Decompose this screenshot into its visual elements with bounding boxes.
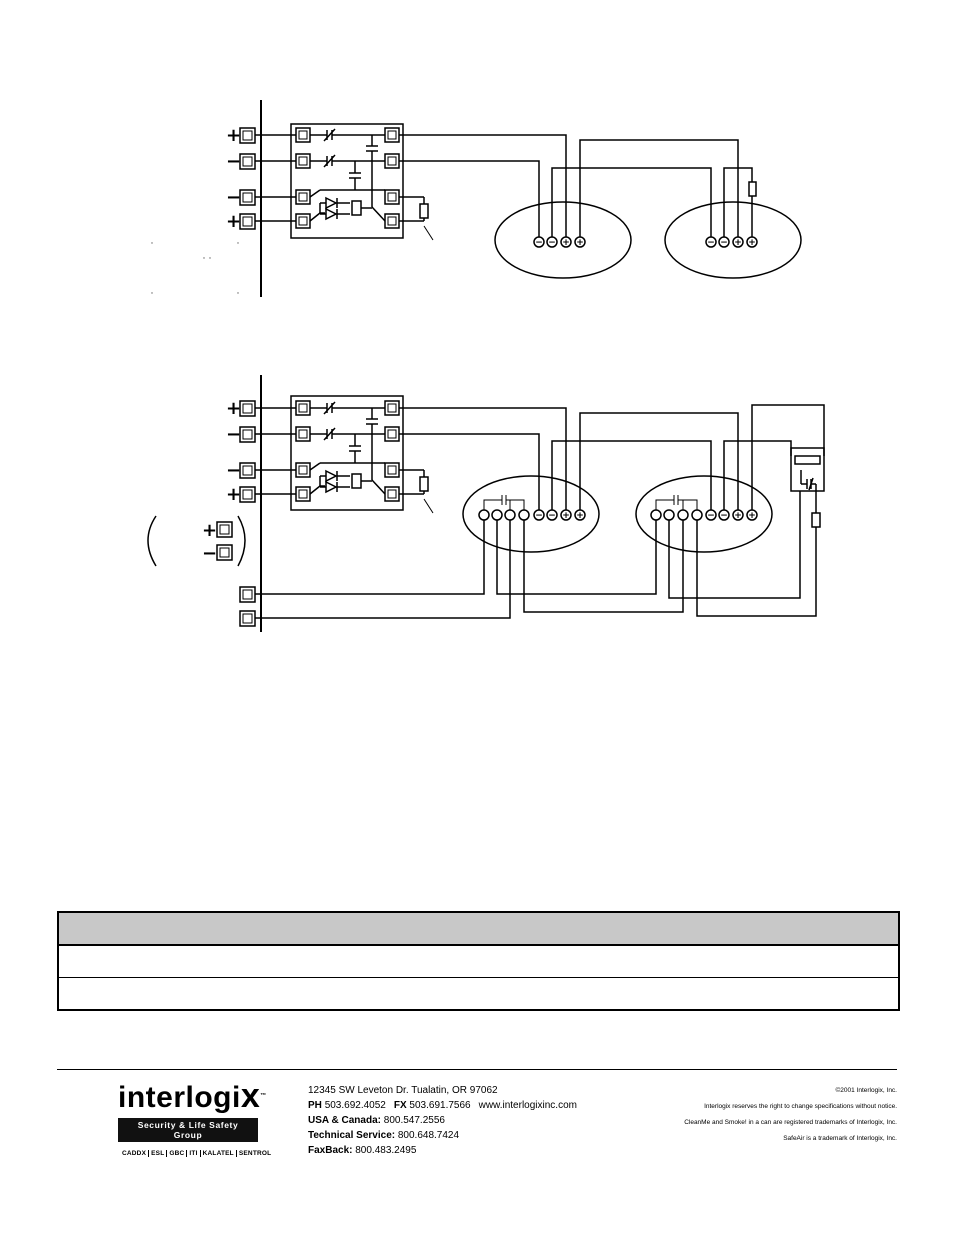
panel-terminal [239,586,256,603]
eol-resistor [811,512,821,528]
detector-polarity: − [720,511,728,521]
detector-polarity: + [748,238,756,248]
usa-phone: USA & Canada: 800.547.2556 [308,1115,445,1126]
detector-aux-terminal [478,509,490,521]
detector-polarity: + [562,511,570,521]
aux-polarity-label: + [202,520,217,541]
tech-service-phone: Technical Service: 800.648.7424 [308,1130,460,1141]
legal-notices: ©2001 Interlogix, Inc. Interlogix reserv… [684,1083,897,1147]
eol-resistor [748,181,757,197]
panel-terminal [239,462,256,479]
detector-polarity: + [734,511,742,521]
detector-base [494,201,632,279]
detector-aux-terminal [663,509,675,521]
eol-resistor [419,203,429,219]
wiring-diagram-1 [151,100,802,297]
panel-terminal [239,213,256,230]
detector-aux-terminal [677,509,689,521]
website-link[interactable]: www.interlogixinc.com [478,1100,577,1111]
terminal-polarity-label: + [226,211,241,232]
aux-polarity-label: − [202,543,217,564]
detector-polarity: − [548,238,556,248]
detector-aux-terminal [650,509,662,521]
terminal-polarity-label: + [226,125,241,146]
detector-base [635,475,773,553]
panel-terminal [239,400,256,417]
terminal-polarity-label: − [226,424,241,445]
detector-aux-terminal [691,509,703,521]
detector-polarity: − [535,238,543,248]
panel-terminal [239,189,256,206]
detector-polarity: + [562,238,570,248]
panel-terminal [239,153,256,170]
wiring-diagrams: + − − + + − − + + − − − + + − − + + − − … [147,100,825,632]
aux-terminal [216,544,233,561]
interlogix-logo: interlogix™ Security & Life Safety Group… [118,1078,273,1157]
footer-divider [57,1069,897,1070]
contact-info: 12345 SW Leveton Dr. Tualatin, OR 97062 … [308,1083,577,1158]
relay-module [290,395,404,511]
terminal-polarity-label: + [226,398,241,419]
copyright: ©2001 Interlogix, Inc. [835,1087,897,1094]
detector-polarity: − [535,511,543,521]
table-header-row [59,913,898,946]
aux-terminal [216,521,233,538]
detector-polarity: − [707,511,715,521]
panel-terminal [239,127,256,144]
detector-base [664,201,802,279]
detector-polarity: + [748,511,756,521]
legal-notice: Interlogix reserves the right to change … [704,1103,897,1110]
legal-notice: SafeAir is a trademark of Interlogix, In… [783,1135,897,1142]
eol-resistor [419,476,429,492]
panel-terminal [239,610,256,627]
detector-polarity: − [720,238,728,248]
detector-polarity: − [548,511,556,521]
detector-aux-terminal [491,509,503,521]
wiring-diagram-2 [147,375,825,632]
detector-aux-terminal [504,509,516,521]
relay-module [290,123,404,239]
specification-table [57,911,900,1011]
terminal-polarity-label: − [226,187,241,208]
detector-polarity: + [576,511,584,521]
terminal-polarity-label: − [226,460,241,481]
detector-base [462,475,600,553]
detector-aux-terminal [518,509,530,521]
faxback-phone: FaxBack: 800.483.2495 [308,1145,417,1156]
detector-polarity: + [734,238,742,248]
panel-terminal [239,486,256,503]
table-row [59,946,898,978]
address: 12345 SW Leveton Dr. Tualatin, OR 97062 [308,1085,498,1096]
terminal-polarity-label: − [226,151,241,172]
legal-notice: CleanMe and Smoke! in a can are register… [684,1119,897,1126]
panel-terminal [239,426,256,443]
logo-wordmark: interlogix™ [118,1077,267,1115]
detector-polarity: − [707,238,715,248]
terminal-polarity-label: + [226,484,241,505]
logo-tagline: Security & Life Safety Group [118,1118,258,1142]
eol-relay [790,447,825,492]
detector-polarity: + [576,238,584,248]
